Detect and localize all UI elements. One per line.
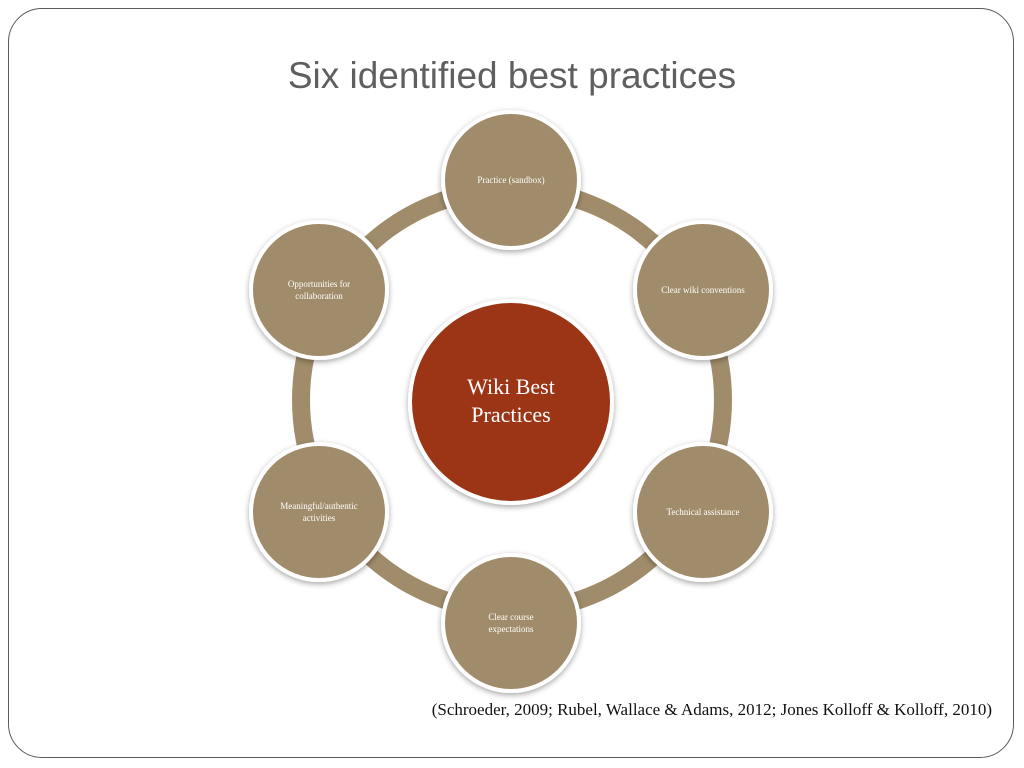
node-label-line: Clear wiki conventions: [661, 285, 745, 295]
slide-title: Six identified best practices: [287, 55, 737, 96]
node-circle: [441, 110, 581, 250]
center-label-line-1: Wiki Best: [467, 374, 555, 399]
node-label-line: activities: [303, 513, 336, 523]
node-label-line: collaboration: [295, 291, 343, 301]
citation: (Schroeder, 2009; Rubel, Wallace & Adams…: [431, 700, 992, 719]
node-label-line: expectations: [489, 624, 534, 634]
node-circle: [249, 220, 389, 360]
node-circle: [633, 220, 773, 360]
node-circle: [249, 442, 389, 582]
center-node: Wiki Best Practices: [408, 299, 614, 505]
node-opportunities-for-collaboration: Opportunities for collaboration: [249, 220, 389, 360]
node-practice-sandbox: Practice (sandbox): [441, 110, 581, 250]
node-circle: [441, 553, 581, 693]
node-label-line: Practice (sandbox): [477, 175, 544, 185]
node-clear-wiki-conventions: Clear wiki conventions: [633, 220, 773, 360]
node-label-line: Meaningful/authentic: [280, 501, 357, 511]
center-label-line-2: Practices: [471, 402, 550, 427]
node-clear-course-expectations: Clear course expectations: [441, 553, 581, 693]
nodes-layer: Practice (sandbox) Clear wiki conventions…: [249, 110, 773, 693]
node-circle: [633, 442, 773, 582]
node-meaningful-authentic-activities: Meaningful/authentic activities: [249, 442, 389, 582]
node-label-line: Technical assistance: [666, 507, 739, 517]
center-circle: [408, 299, 614, 505]
node-label-line: Clear course: [488, 612, 533, 622]
node-technical-assistance: Technical assistance: [633, 442, 773, 582]
node-label-line: Opportunities for: [288, 279, 350, 289]
